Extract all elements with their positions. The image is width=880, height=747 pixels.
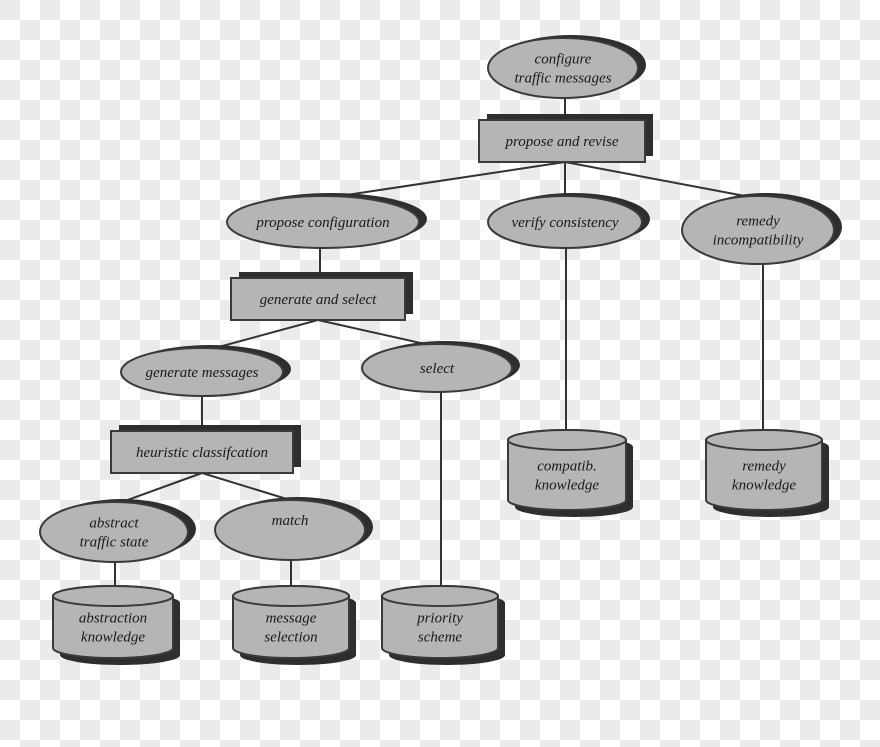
edge-propose_revise-to-remedy xyxy=(564,161,746,197)
edge-propose_revise-to-propose_config xyxy=(339,161,566,197)
node-label: selection xyxy=(264,630,317,646)
goal-node-remedy: remedy incompatibility xyxy=(681,193,842,265)
node-label: match xyxy=(272,513,309,529)
node-label: configure xyxy=(535,52,592,68)
nodes-layer: configure traffic messages propose and rev… xyxy=(39,35,842,665)
node-label: remedy xyxy=(736,214,780,230)
goal-node-gen-messages: generate messages xyxy=(120,345,291,397)
edges-layer xyxy=(114,98,764,586)
goal-node-select: select xyxy=(361,341,520,393)
node-label: knowledge xyxy=(732,478,796,494)
knowledge-store-priority-kb: priority scheme xyxy=(381,585,505,665)
node-label: knowledge xyxy=(81,630,145,646)
knowledge-store-compat-kb: compatib. knowledge xyxy=(507,429,633,517)
edge-heuristic-to-match xyxy=(201,472,291,501)
method-node-gen-select: generate and select xyxy=(230,272,413,321)
node-label: knowledge xyxy=(535,478,599,494)
node-label: message xyxy=(266,611,317,627)
node-label: priority xyxy=(416,611,463,627)
node-label: verify consistency xyxy=(511,215,618,231)
edge-heuristic-to-abstract xyxy=(121,472,203,503)
goal-node-propose-config: propose configuration xyxy=(226,193,427,249)
node-label: abstract xyxy=(89,516,139,532)
knowledge-store-message-sel-kb: message selection xyxy=(232,585,356,665)
goal-node-configure: configure traffic messages xyxy=(487,35,646,99)
knowledge-store-abstraction-kb: abstraction knowledge xyxy=(52,585,180,665)
node-label: traffic state xyxy=(80,535,149,551)
knowledge-store-remedy-kb: remedy knowledge xyxy=(705,429,829,517)
method-node-heuristic: heuristic classifcation xyxy=(110,425,301,474)
node-label: compatib. xyxy=(537,459,597,475)
method-node-propose-revise: propose and revise xyxy=(478,114,653,163)
node-label: scheme xyxy=(418,630,462,646)
node-label: propose configuration xyxy=(255,215,389,231)
goal-node-verify: verify consistency xyxy=(487,193,650,249)
edge-gen_select-to-select xyxy=(317,319,426,345)
goal-node-abstract: abstract traffic state xyxy=(39,499,196,563)
node-label: abstraction xyxy=(79,611,147,627)
node-label: select xyxy=(420,361,455,377)
edge-gen_select-to-gen_messages xyxy=(214,319,319,349)
goal-node-match: match xyxy=(214,497,373,561)
node-label: generate messages xyxy=(146,365,259,381)
node-label: propose and revise xyxy=(504,134,618,150)
node-label: generate and select xyxy=(260,292,377,308)
node-label: incompatibility xyxy=(713,233,804,249)
node-label: traffic messages xyxy=(514,71,611,87)
node-label: remedy xyxy=(742,459,786,475)
node-label: heuristic classifcation xyxy=(136,445,268,461)
